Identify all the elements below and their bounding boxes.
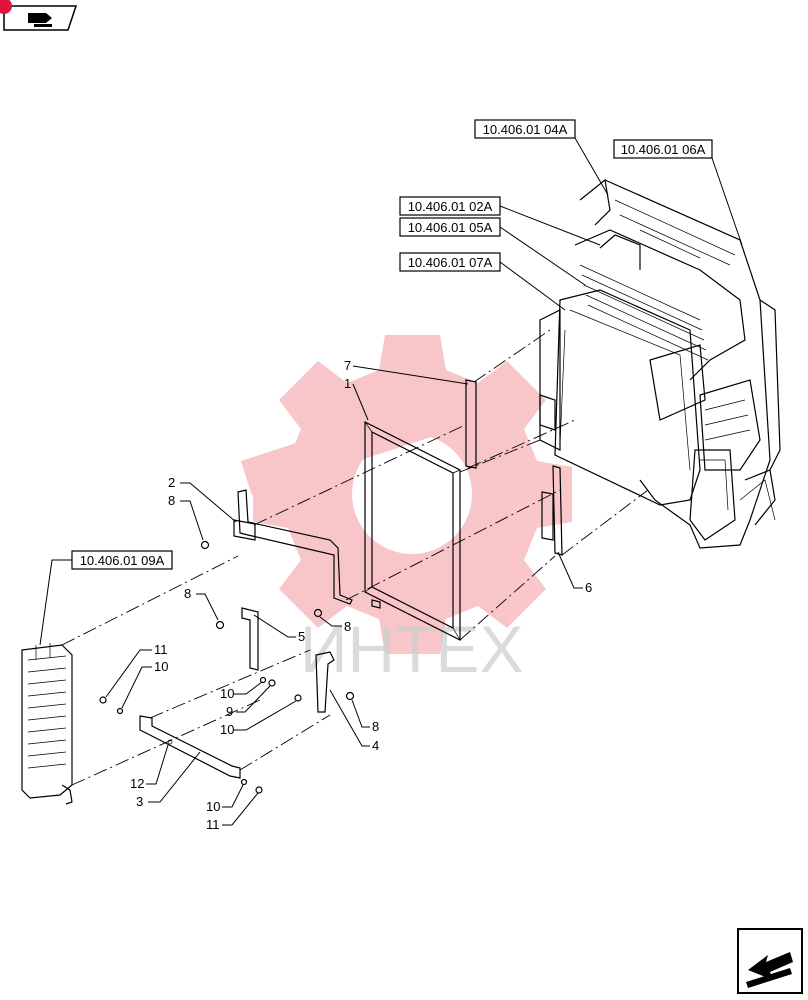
callout-10a: 10: [154, 659, 168, 674]
reference-07a[interactable]: 10.406.01 07A: [399, 252, 566, 311]
callout-10d: 10: [206, 799, 220, 814]
watermark-logo: [240, 335, 572, 654]
reference-02a[interactable]: 10.406.01 02A: [399, 196, 601, 246]
svg-text:10.406.01 07A: 10.406.01 07A: [408, 255, 493, 270]
reference-06a[interactable]: 10.406.01 06A: [613, 139, 743, 246]
callout-8c: 8: [344, 619, 351, 634]
svg-text:10.406.01 02A: 10.406.01 02A: [408, 199, 493, 214]
part-2-bracket: [233, 489, 353, 605]
reference-04a[interactable]: 10.406.01 04A: [474, 119, 609, 196]
oil-cooler-assembly: [21, 643, 73, 805]
part-7-seal: [465, 379, 477, 469]
callout-5: 5: [298, 629, 305, 644]
fasteners: [99, 540, 355, 794]
callout-3: 3: [136, 794, 143, 809]
reference-09a[interactable]: 10.406.01 09A: [39, 550, 173, 646]
cooling-package-assembly: [539, 178, 781, 549]
reference-05a[interactable]: 10.406.01 05A: [399, 217, 586, 286]
callout-7: 7: [344, 358, 351, 373]
callout-6: 6: [585, 580, 592, 595]
callout-12: 12: [130, 776, 144, 791]
part-5-bracket: [241, 607, 259, 671]
callout-4: 4: [372, 738, 379, 753]
callout-8a: 8: [168, 493, 175, 508]
part-4-bracket: [315, 651, 335, 713]
page-navigation-icon[interactable]: [3, 5, 78, 31]
svg-text:10.406.01 06A: 10.406.01 06A: [621, 142, 706, 157]
callout-9: 9: [226, 704, 233, 719]
callout-11a: 11: [154, 642, 168, 657]
callout-8b: 8: [184, 586, 191, 601]
status-badge: [0, 0, 12, 14]
svg-text:10.406.01 09A: 10.406.01 09A: [80, 553, 165, 568]
callout-8d: 8: [372, 719, 379, 734]
next-page-arrow-icon[interactable]: [737, 928, 803, 994]
callout-1: 1: [344, 376, 351, 391]
callout-2: 2: [168, 475, 175, 490]
callout-11b: 11: [206, 817, 220, 832]
svg-text:10.406.01 04A: 10.406.01 04A: [483, 122, 568, 137]
svg-text:10.406.01 05A: 10.406.01 05A: [408, 220, 493, 235]
watermark-text: ИНТЕХ: [300, 612, 523, 686]
callout-10c: 10: [220, 722, 234, 737]
callouts: 7 1 2 8 8 8 5 11 10 10 9 10 4 8 12 3 10: [105, 358, 592, 832]
callout-10b: 10: [220, 686, 234, 701]
alignment-lines: [61, 329, 649, 786]
